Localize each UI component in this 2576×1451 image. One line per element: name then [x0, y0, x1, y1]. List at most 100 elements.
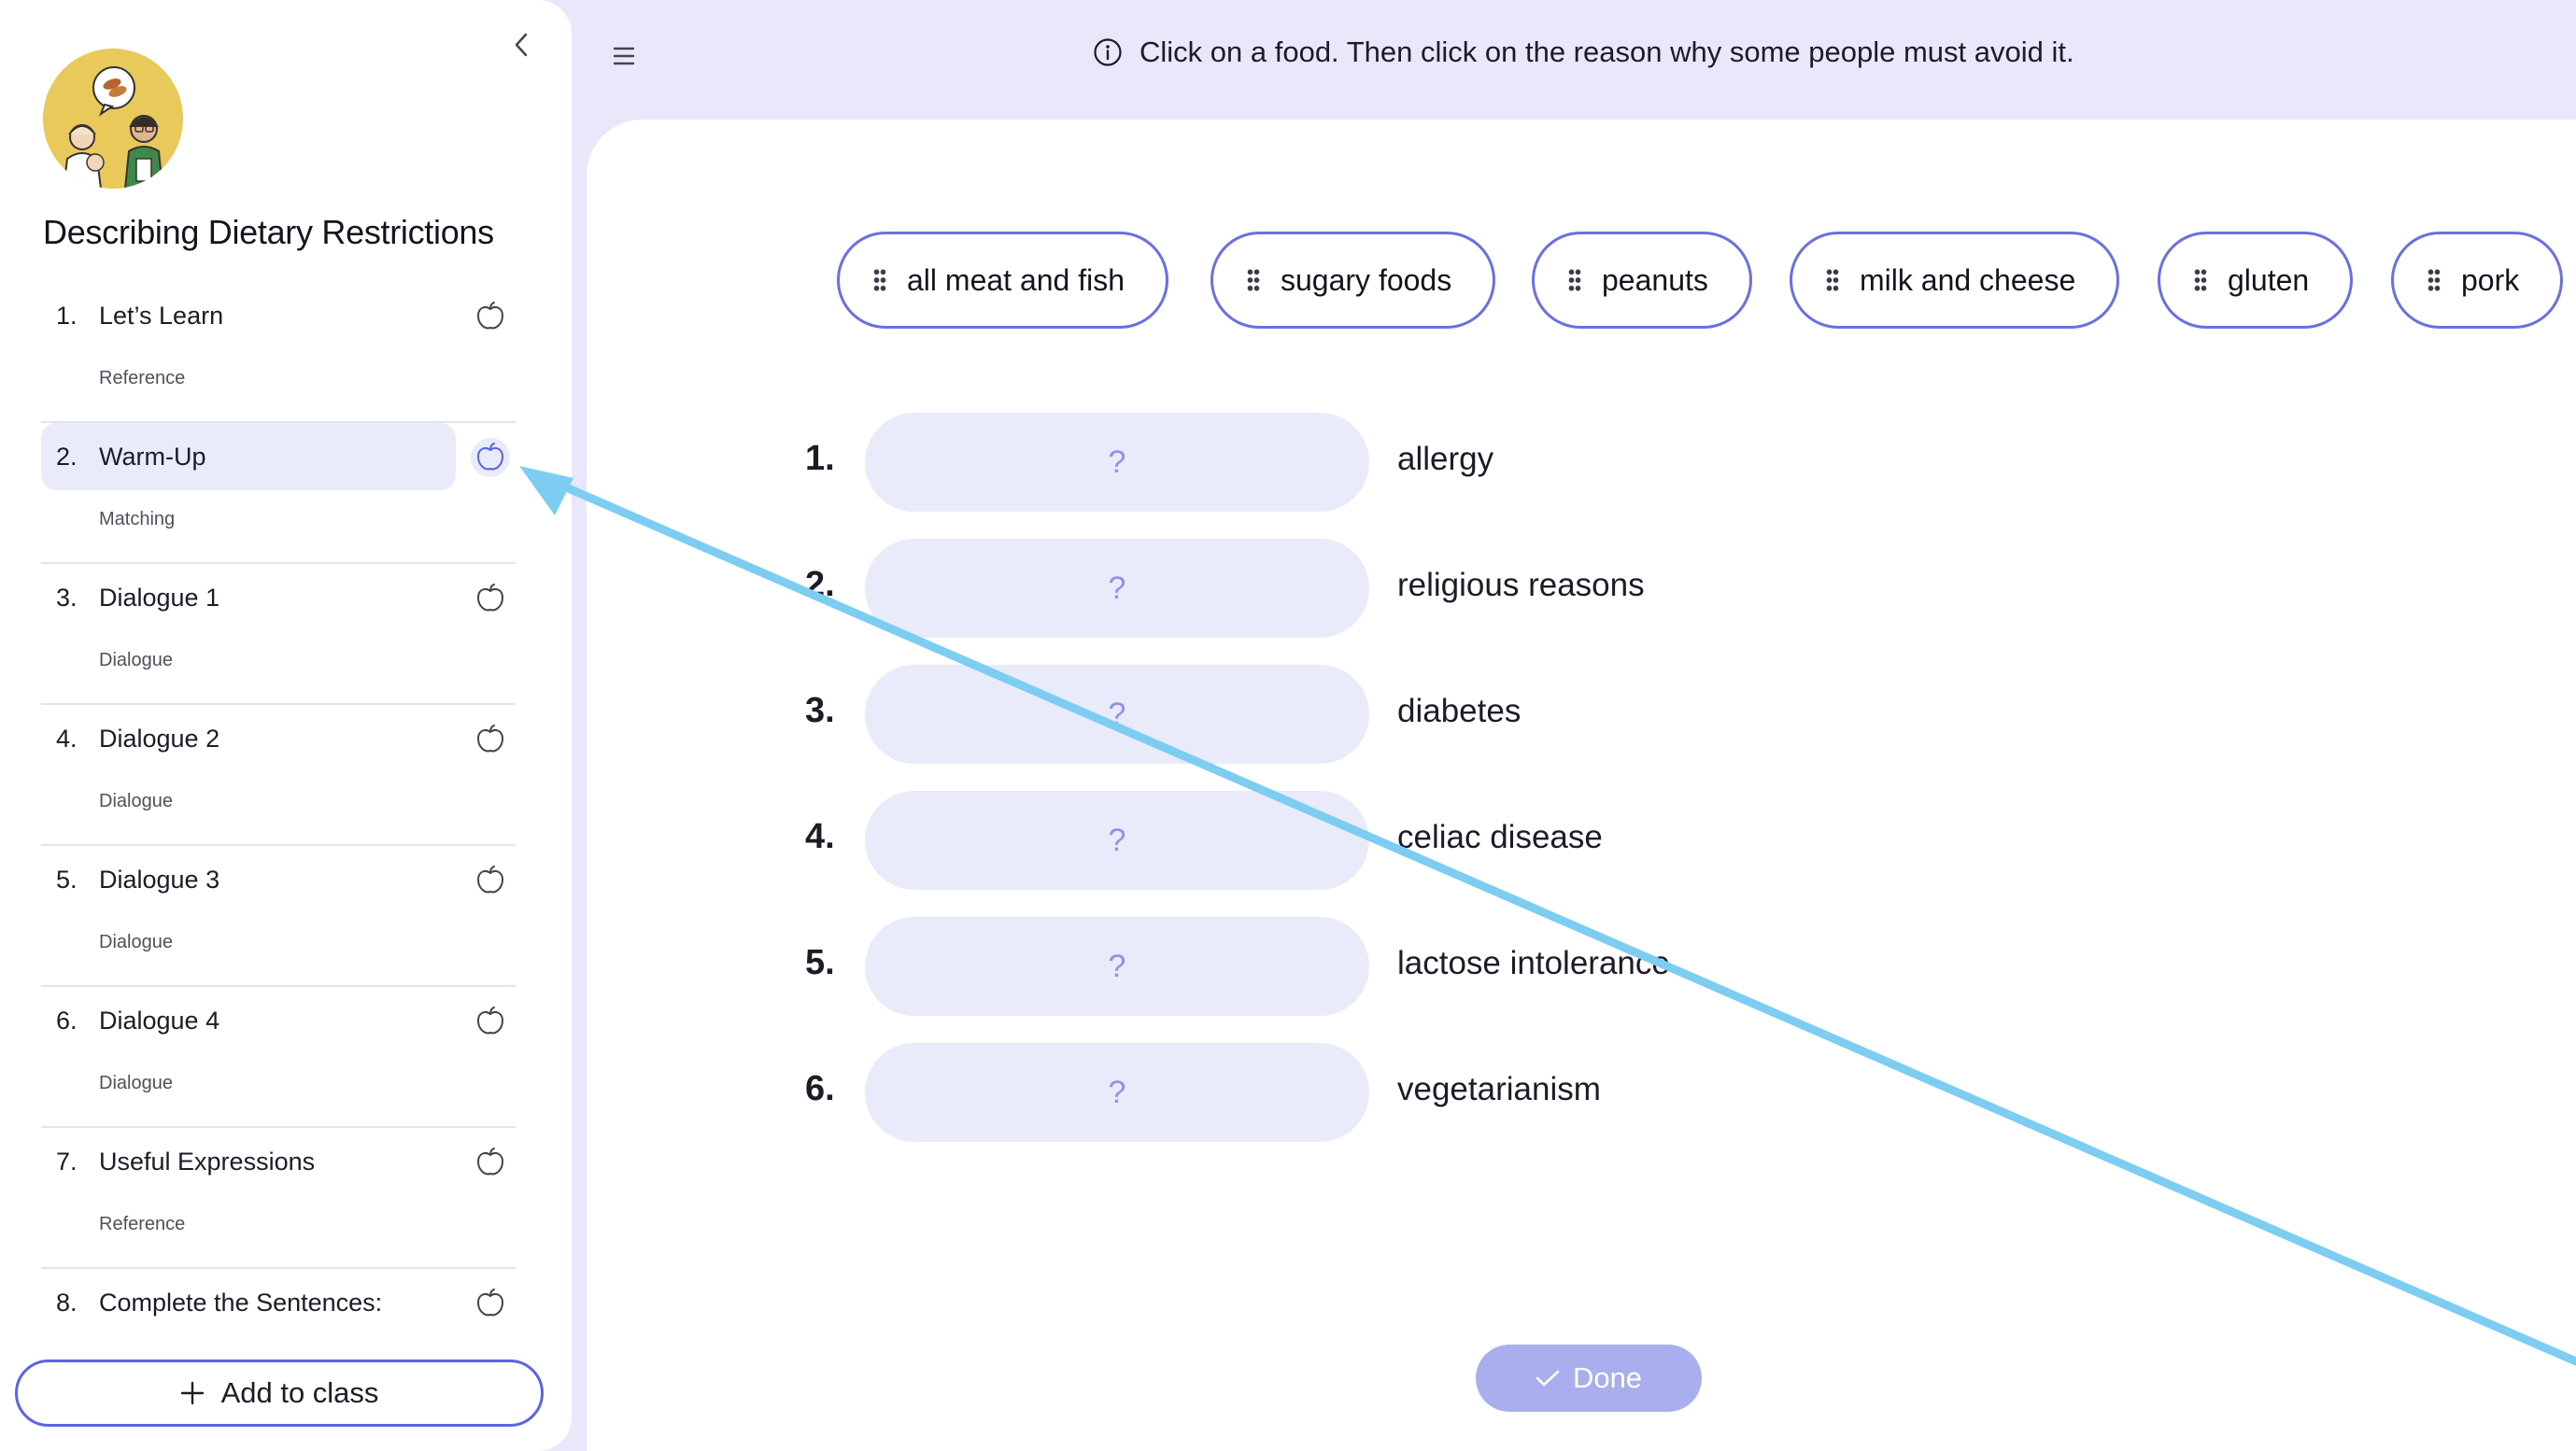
lesson-item: 3. Dialogue 1 Dialogue	[41, 564, 516, 705]
food-chip-label: peanuts	[1602, 262, 1708, 297]
answer-slot[interactable]: ?	[865, 791, 1369, 890]
reason-label: lactose intolerance	[1397, 945, 1670, 981]
apple-icon	[471, 861, 510, 900]
lesson-avatar-image	[43, 49, 183, 189]
done-button[interactable]: Done	[1476, 1345, 1702, 1412]
food-chip-label: gluten	[2228, 262, 2310, 297]
lesson-type: Dialogue	[99, 650, 173, 670]
apple-icon	[471, 1002, 510, 1041]
answer-slot-placeholder: ?	[1108, 570, 1126, 606]
food-chip[interactable]: peanuts	[1532, 232, 1752, 329]
lesson-name: Useful Expressions	[99, 1147, 316, 1176]
food-chip[interactable]: gluten	[2158, 232, 2354, 329]
lesson-item: 5. Dialogue 3 Dialogue	[41, 846, 516, 987]
chevron-left-icon	[515, 33, 528, 57]
lesson-name: Dialogue 1	[99, 583, 220, 612]
apple-icon	[471, 1143, 510, 1182]
drag-handle-icon	[2427, 268, 2441, 292]
instructions-bar: Click on a food. Then click on the reaso…	[1093, 35, 2074, 69]
lesson-name: Complete the Sentences:	[99, 1288, 383, 1317]
apple-icon	[471, 579, 510, 618]
answer-slot-placeholder: ?	[1108, 948, 1126, 984]
answer-slot[interactable]: ?	[865, 539, 1369, 638]
lesson-item: 6. Dialogue 4 Dialogue	[41, 987, 516, 1128]
lesson-item-link[interactable]: 7. Useful Expressions	[41, 1128, 456, 1195]
lesson-item-link[interactable]: 6. Dialogue 4	[41, 987, 456, 1054]
lesson-item-link[interactable]: 3. Dialogue 1	[41, 564, 456, 631]
drag-handle-icon	[1247, 268, 1260, 292]
drag-handle-icon	[873, 268, 886, 292]
lesson-item-link[interactable]: 8.Complete the Sentences:	[41, 1269, 456, 1328]
drag-handle-icon	[1568, 268, 1581, 292]
collapse-sidebar-button[interactable]	[502, 26, 540, 63]
row-number: 6.	[805, 1069, 835, 1108]
add-to-class-label: Add to class	[220, 1376, 379, 1409]
lesson-item: 8.Complete the Sentences:	[41, 1269, 516, 1328]
food-chip-label: all meat and fish	[907, 262, 1125, 297]
lesson-name: Dialogue 3	[99, 865, 220, 894]
instructions-text: Click on a food. Then click on the reaso…	[1139, 35, 2074, 68]
answer-slot-placeholder: ?	[1108, 444, 1126, 480]
lesson-number: 5.	[56, 865, 78, 894]
lesson-number: 1.	[56, 301, 78, 330]
food-chip-label: milk and cheese	[1860, 262, 2076, 297]
row-number: 2.	[805, 565, 835, 604]
lesson-name: Dialogue 2	[99, 724, 220, 753]
lesson-item-link[interactable]: 4. Dialogue 2	[41, 705, 456, 772]
reason-label: religious reasons	[1397, 567, 1645, 603]
row-number: 3.	[805, 691, 835, 730]
lesson-type: Reference	[99, 1214, 186, 1234]
apple-icon	[471, 1284, 510, 1323]
lesson-type: Reference	[99, 368, 186, 388]
apple-icon	[471, 297, 510, 336]
answer-slot[interactable]: ?	[865, 413, 1369, 512]
lesson-name: Warm-Up	[99, 442, 206, 471]
lesson-number: 6.	[56, 1006, 78, 1035]
apple-icon	[471, 438, 510, 477]
answer-slot-placeholder: ?	[1108, 1074, 1126, 1110]
lesson-item: 4. Dialogue 2 Dialogue	[41, 705, 516, 846]
plus-icon	[180, 1381, 204, 1405]
lesson-name: Let’s Learn	[99, 301, 224, 330]
lesson-number: 3.	[56, 583, 78, 612]
answer-slot[interactable]: ?	[865, 917, 1369, 1016]
answer-slot[interactable]: ?	[865, 1043, 1369, 1142]
lesson-type: Dialogue	[99, 932, 173, 952]
lesson-name: Dialogue 4	[99, 1006, 220, 1035]
add-to-class-button[interactable]: Add to class	[15, 1359, 544, 1427]
lesson-number: 7.	[56, 1147, 78, 1176]
food-chip[interactable]: milk and cheese	[1790, 232, 2120, 329]
checkmark-icon	[1536, 1370, 1560, 1387]
food-chip[interactable]: pork	[2391, 232, 2564, 329]
answer-slot[interactable]: ?	[865, 665, 1369, 764]
answer-slot-placeholder: ?	[1108, 696, 1126, 732]
info-icon	[1094, 38, 1122, 66]
drag-handle-icon	[1826, 268, 1839, 292]
lesson-type: Dialogue	[99, 791, 173, 811]
lesson-item-link[interactable]: 5. Dialogue 3	[41, 846, 456, 913]
food-chip[interactable]: all meat and fish	[837, 232, 1169, 329]
menu-button[interactable]	[607, 39, 641, 73]
lesson-number: 2.	[56, 442, 78, 471]
lesson-title: Describing Dietary Restrictions	[43, 213, 494, 251]
lesson-type: Dialogue	[99, 1073, 173, 1093]
row-number: 4.	[805, 817, 835, 856]
lesson-number: 4.	[56, 724, 78, 753]
lesson-type: Matching	[99, 509, 176, 529]
hamburger-icon	[613, 47, 635, 65]
food-chip[interactable]: sugary foods	[1210, 232, 1496, 329]
reason-label: vegetarianism	[1397, 1071, 1601, 1107]
food-chip-label: sugary foods	[1281, 262, 1452, 297]
done-label: Done	[1572, 1361, 1643, 1394]
reason-label: allergy	[1397, 441, 1494, 477]
lesson-item-link[interactable]: 2. Warm-Up	[41, 423, 456, 490]
lesson-item-link[interactable]: 1. Let’s Learn	[41, 282, 456, 349]
row-number: 5.	[805, 943, 835, 982]
food-chip-label: pork	[2461, 262, 2520, 297]
apple-icon	[471, 720, 510, 759]
row-number: 1.	[805, 439, 835, 478]
